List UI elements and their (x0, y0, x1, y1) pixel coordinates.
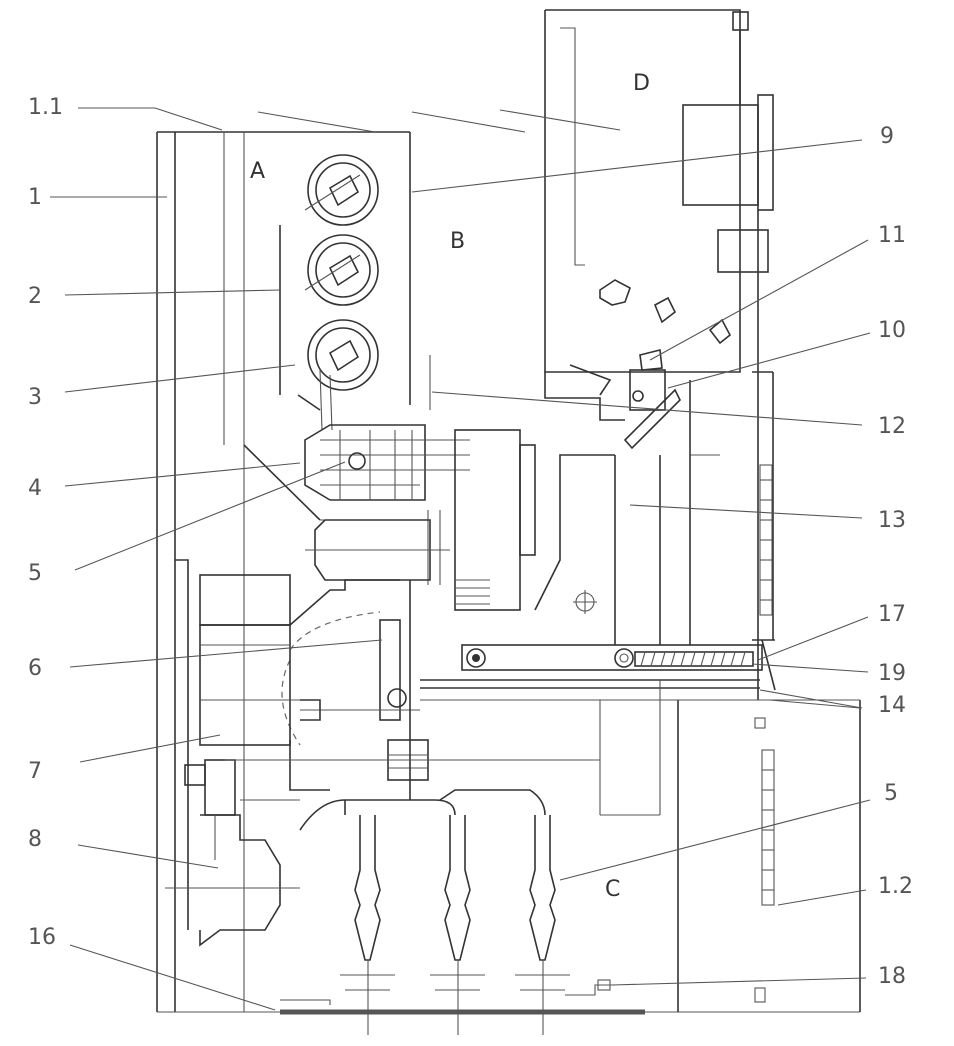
callout-13: 13 (878, 508, 906, 533)
callout-19: 19 (878, 661, 906, 686)
callout-1-1: 1.1 (28, 95, 63, 120)
floor-plate (280, 979, 645, 1015)
callout-12: 12 (878, 414, 906, 439)
callout-8: 8 (28, 827, 42, 852)
callout-18: 18 (878, 964, 906, 989)
current-transformer (175, 559, 600, 930)
callout-6: 6 (28, 656, 42, 681)
callout-11: 11 (878, 223, 906, 248)
lv-compartment-d (544, 9, 775, 1003)
callout-3: 3 (28, 385, 42, 410)
truck-rails (420, 639, 776, 701)
busbars (279, 154, 379, 431)
callout-4: 4 (28, 476, 42, 501)
lower-contacts (281, 580, 661, 816)
earthing-switch-housing (165, 814, 300, 947)
circuit-breaker (305, 364, 661, 645)
callout-10: 10 (878, 318, 906, 343)
callout-17: 17 (878, 602, 906, 627)
callout-7: 7 (28, 759, 42, 784)
vent-slots-upper (759, 464, 773, 616)
callout-5-right: 5 (884, 781, 898, 806)
callout-2: 2 (28, 284, 42, 309)
earthing-switch (623, 349, 720, 645)
zone-label-b: B (450, 229, 465, 254)
upper-contact-spout (243, 424, 470, 521)
callout-14: 14 (878, 693, 906, 718)
callout-9: 9 (880, 124, 894, 149)
callout-5-left: 5 (28, 561, 42, 586)
vent-slots-lower (754, 717, 775, 1003)
cable-terminations (299, 789, 570, 1035)
spring-coil (640, 651, 746, 667)
callout-1-2: 1.2 (878, 874, 913, 899)
cabinet-frame (156, 131, 861, 1013)
callout-16: 16 (28, 925, 56, 950)
zone-label-a: A (250, 159, 265, 184)
zone-label-d: D (633, 71, 650, 96)
callout-1: 1 (28, 185, 42, 210)
zone-label-c: C (605, 877, 620, 902)
leader-lines (50, 107, 871, 1011)
